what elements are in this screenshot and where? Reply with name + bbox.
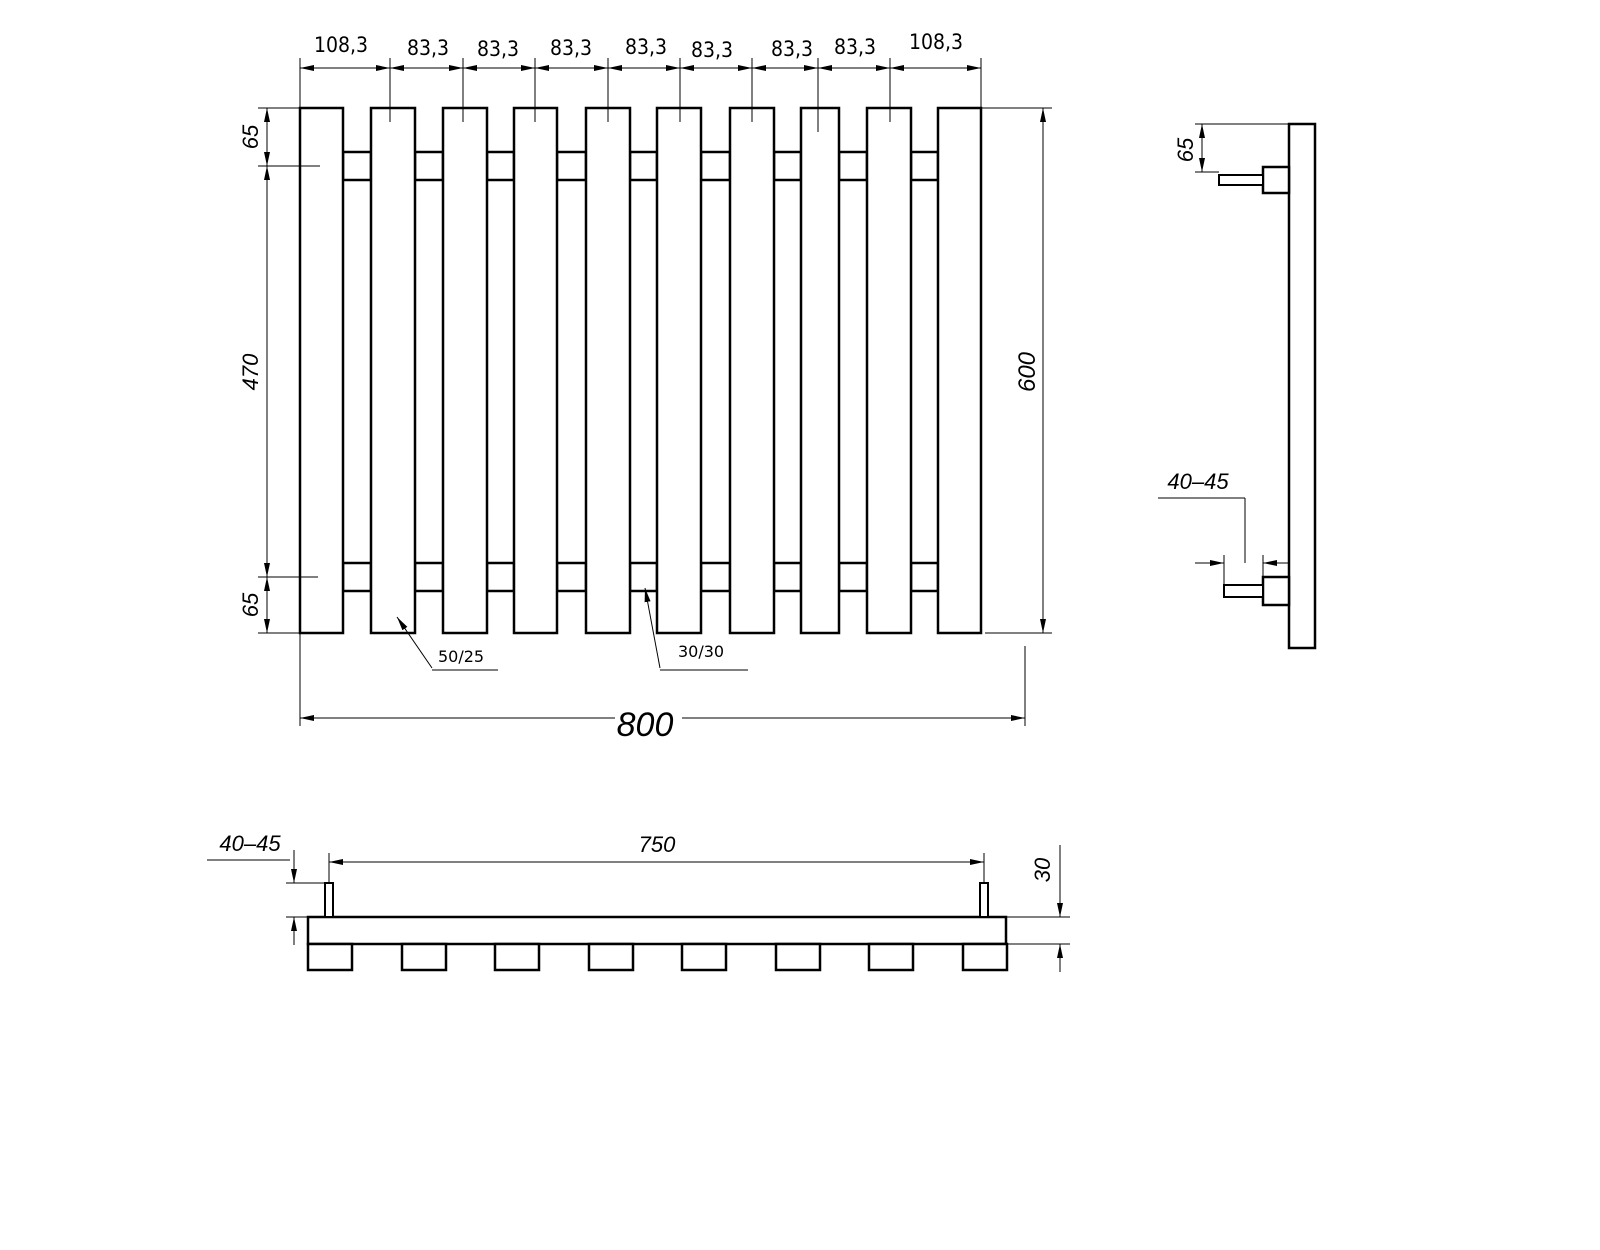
bottom-view: 750 40–45 30 (207, 831, 1070, 972)
spacing-dim-label: 83,3 (771, 37, 813, 61)
side-view: 65 40–45 (1158, 122, 1317, 650)
top-spacing-dimensions: 108,3 83,3 83,3 83,3 83,3 83,3 83,3 83,3 108,3 (299, 30, 982, 132)
rail-segment (413, 561, 445, 593)
spacing-dim-label: 83,3 (550, 36, 592, 60)
vertical-bar (865, 106, 913, 635)
dim-30: 30 (1030, 857, 1055, 882)
rail-segment (772, 150, 803, 182)
rail-segment (341, 561, 373, 593)
dim-750: 750 (639, 832, 676, 857)
rail-segment (628, 150, 659, 182)
bar-end (961, 942, 1009, 972)
lower-bracket (1261, 575, 1291, 607)
right-mount-pin (979, 882, 989, 918)
bar-end (680, 942, 728, 972)
rail-segment (909, 561, 940, 593)
vertical-bars (298, 106, 983, 635)
rail-segment (628, 561, 659, 593)
upper-bracket (1261, 165, 1291, 195)
rail-section-leader: 30/30 (644, 587, 748, 671)
bar-end (306, 942, 354, 972)
spacing-dim-label: 83,3 (477, 37, 519, 61)
dim-bottom-65: 65 (238, 592, 263, 617)
bar-end (774, 942, 822, 972)
lower-pin (1223, 584, 1264, 598)
vertical-bar (728, 106, 776, 635)
dim-470: 470 (238, 353, 263, 390)
rail-segment (837, 150, 869, 182)
vertical-bar (512, 106, 559, 635)
spacing-dim-label: 108,3 (314, 33, 368, 57)
bottom-body (306, 915, 1008, 946)
vertical-bar (655, 106, 703, 635)
rail-segment (341, 150, 373, 182)
rail-segment (699, 561, 732, 593)
side-panel (1287, 122, 1317, 650)
rail-segment (555, 561, 588, 593)
bar-section-leader: 50/25 (396, 616, 498, 671)
dim-top-65: 65 (238, 124, 263, 149)
bar-ends (306, 942, 1009, 972)
rail-segment (909, 150, 940, 182)
bar-section-label: 50/25 (438, 647, 484, 666)
bar-end (493, 942, 541, 972)
spacing-dim-label: 108,3 (909, 30, 963, 54)
left-height-dimensions: 65 470 65 (238, 107, 320, 634)
vertical-bar (441, 106, 489, 635)
vertical-bar (799, 106, 841, 635)
spacing-dim-label: 83,3 (691, 38, 733, 62)
left-mount-pin (324, 882, 334, 918)
side-dim-40-45: 40–45 (1167, 469, 1229, 494)
side-dim-65: 65 (1173, 137, 1198, 162)
rail-segment (772, 561, 803, 593)
width-dimension: 800 (299, 633, 1026, 744)
vertical-bar (369, 106, 417, 635)
bottom-dim-40-45: 40–45 (219, 831, 281, 856)
spacing-dim-label: 83,3 (407, 36, 449, 60)
spacing-dim-label: 83,3 (834, 35, 876, 59)
rail-segment (837, 561, 869, 593)
vertical-bar (298, 106, 345, 635)
horizontal-rails (341, 150, 940, 593)
spacing-dim-label: 83,3 (625, 35, 667, 59)
front-view: 108,3 83,3 83,3 83,3 83,3 83,3 83,3 83,3 108,3 6… (238, 30, 1052, 744)
dim-600: 600 (1014, 351, 1041, 392)
upper-pin (1218, 174, 1264, 186)
rail-segment (485, 150, 516, 182)
bar-end (867, 942, 915, 972)
bar-end (400, 942, 448, 972)
rail-segment (413, 150, 445, 182)
vertical-bar (584, 106, 632, 635)
rail-segment (485, 561, 516, 593)
rail-segment (699, 150, 732, 182)
dim-800: 800 (617, 706, 674, 744)
height-dimension: 600 (981, 107, 1052, 634)
rail-section-label: 30/30 (678, 642, 724, 661)
bar-end (587, 942, 635, 972)
rail-segment (555, 150, 588, 182)
vertical-bar (936, 106, 983, 635)
